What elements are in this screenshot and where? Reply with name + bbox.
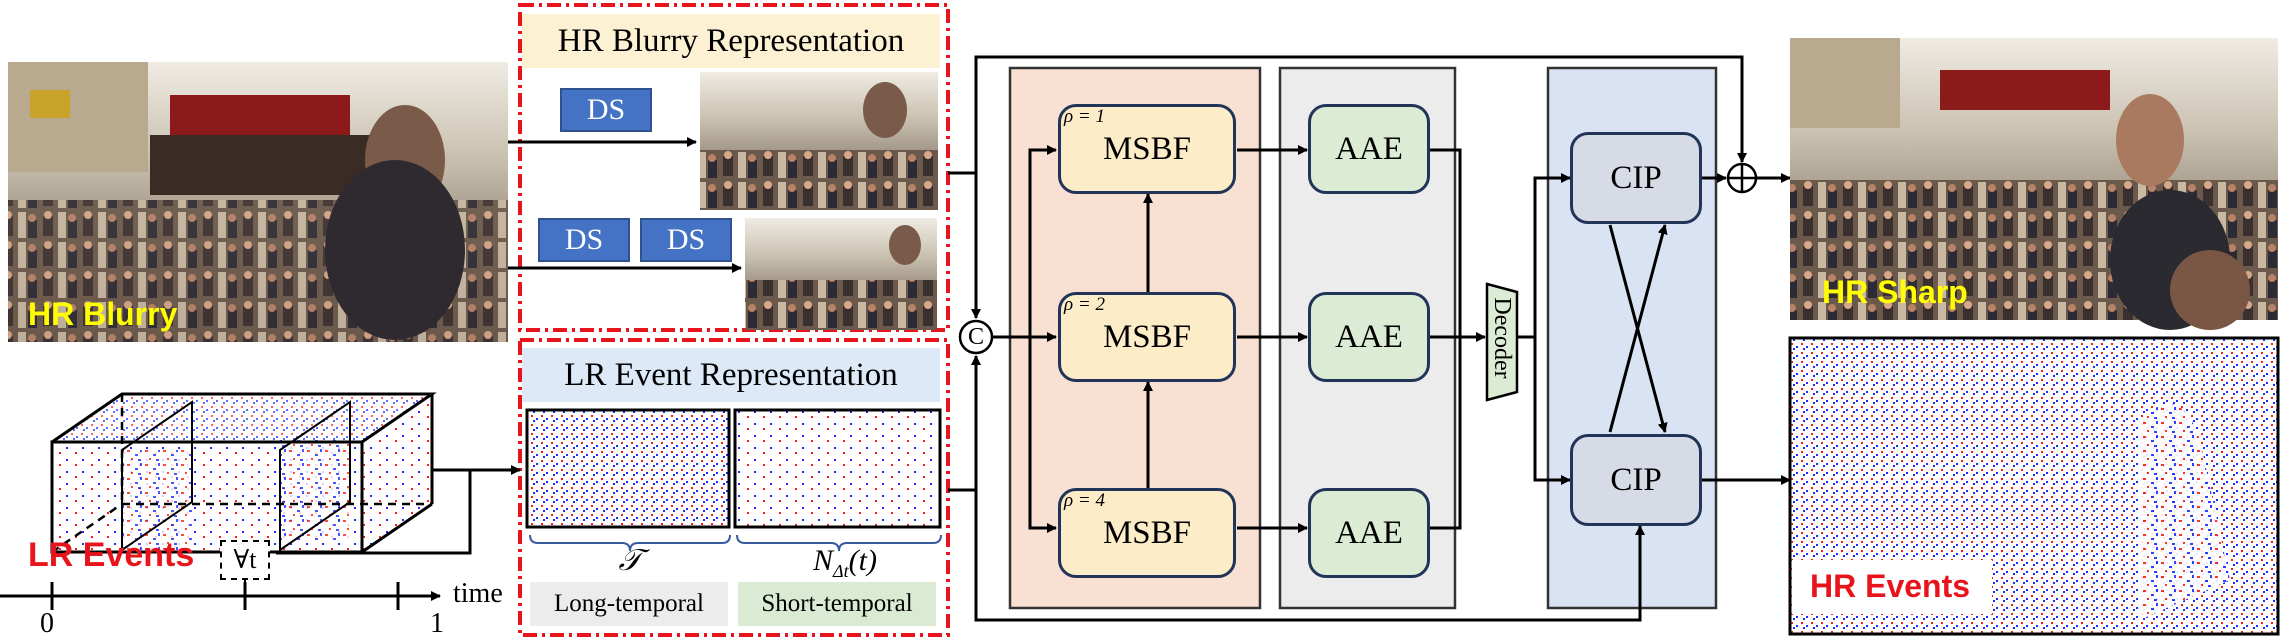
short-temporal-thumbnail: [733, 408, 942, 529]
cip-block-bottom: CIP: [1570, 434, 1702, 526]
concat-node: [958, 319, 994, 355]
hr-blurry-image: [8, 62, 508, 342]
hr-blurry-rep-title: HR Blurry Representation: [557, 22, 905, 59]
long-temporal-thumbnail: [525, 408, 731, 529]
decoder-block: [1485, 282, 1519, 402]
ds-block-1: DS: [560, 88, 652, 132]
hr-sharp-image: [1790, 38, 2278, 330]
rho-label-2: ρ = 2: [1064, 294, 1105, 315]
lr-event-rep-box: [518, 338, 950, 637]
lr-events-label: LR Events: [28, 536, 195, 574]
long-temporal-label: Long-temporal: [554, 590, 704, 617]
msbf-block-2: MSBF: [1058, 292, 1236, 382]
long-temporal-symbol: 𝒯: [618, 544, 642, 577]
ds-block-3: DS: [640, 218, 732, 262]
aae-block-2: AAE: [1308, 292, 1430, 382]
aae-block-3: AAE: [1308, 488, 1430, 578]
concat-label: C: [967, 323, 984, 350]
time-label: time: [453, 578, 503, 609]
forall-t-box: ∀t: [220, 540, 270, 580]
time-start-label: 0: [40, 608, 54, 639]
lr-events-volume: [50, 392, 437, 554]
time-end-label: 1: [430, 608, 444, 639]
rho-label-3: ρ = 4: [1064, 490, 1105, 511]
ds-image-1: [700, 72, 938, 210]
sum-node: [1726, 162, 1758, 194]
short-temporal-symbol: NΔt(t): [813, 544, 877, 581]
msbf-block-3: MSBF: [1058, 488, 1236, 578]
ds-block-2: DS: [538, 218, 630, 262]
hr-blurry-rep-box: [518, 3, 950, 332]
short-temporal-label: Short-temporal: [761, 590, 913, 617]
lr-event-rep-title: LR Event Representation: [564, 356, 898, 393]
hr-events-label-bg: [1792, 560, 1992, 614]
hr-sharp-label: HR Sharp: [1822, 274, 1968, 310]
msbf-block-1: MSBF: [1058, 104, 1236, 194]
decoder-label: Decoder: [1489, 297, 1515, 379]
ds-image-2: [745, 218, 937, 330]
cip-block-top: CIP: [1570, 132, 1702, 224]
aae-block-1: AAE: [1308, 104, 1430, 194]
hr-blurry-label: HR Blurry: [28, 296, 178, 332]
connections: [276, 55, 1791, 622]
rho-label-1: ρ = 1: [1064, 106, 1105, 127]
hr-events-label: HR Events: [1810, 568, 1971, 604]
